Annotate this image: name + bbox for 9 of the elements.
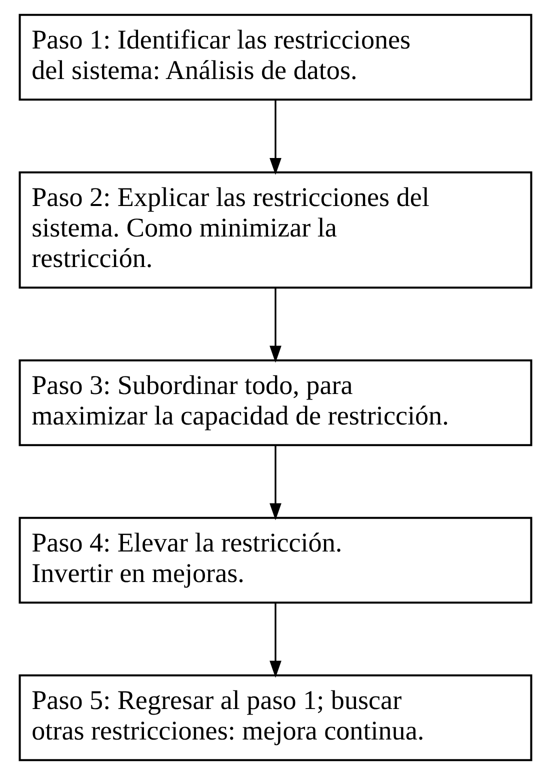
node-box: Paso 1: Identificar las restricciones del sistema: Análisis de datos. [18,14,532,101]
node-box: Paso 5: Regresar al paso 1; buscar otras restricciones: mejora continua. [18,674,532,762]
node-box: Paso 2: Explicar las restricciones del sistema. Como minimizar la restricción. [18,171,532,289]
node-box: Paso 4: Elevar la restricción. Invertir en mejoras. [18,516,532,604]
arrow [270,100,282,175]
node-box: Paso 3: Subordinar todo, para maximizar la capacidad de restricción. [18,359,532,446]
arrow [270,446,282,520]
arrow [270,288,282,363]
arrow [270,603,282,678]
